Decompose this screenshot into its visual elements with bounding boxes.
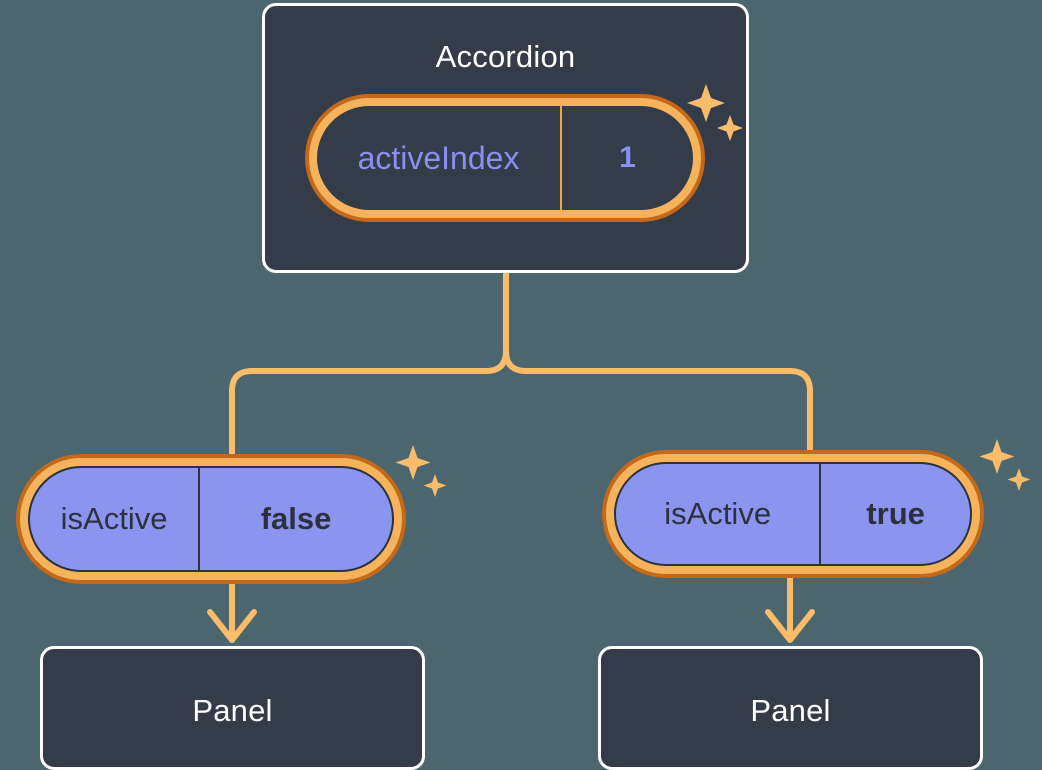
arrow-down-right (765, 578, 815, 643)
component-box-panel-left[interactable]: Panel (40, 646, 425, 770)
connector-path-right (503, 270, 813, 453)
state-pill-active-index[interactable]: activeIndex 1 (305, 94, 705, 222)
pill-body: isActive true (614, 462, 972, 566)
prop-value-label: false (260, 501, 332, 536)
accordion-title: Accordion (435, 39, 576, 74)
prop-value-label: true (866, 496, 925, 531)
pill-body: activeIndex 1 (317, 106, 693, 210)
sparkle-large-icon (395, 445, 431, 480)
panel-title-left: Panel (192, 693, 273, 728)
sparkles-icon (395, 445, 447, 497)
sparkle-small-icon (423, 474, 447, 497)
state-key-label: activeIndex (317, 106, 562, 210)
connector-path-left (229, 270, 509, 457)
prop-key-label: isActive (30, 468, 201, 570)
state-pill-is-active-false[interactable]: isActive false (16, 454, 406, 584)
state-value-label: 1 (619, 141, 636, 174)
sparkle-large-icon (979, 439, 1015, 474)
prop-key-label: isActive (616, 464, 822, 564)
panel-title-right: Panel (750, 693, 831, 728)
sparkles-icon (979, 439, 1031, 491)
arrow-down-left (207, 584, 257, 643)
pill-body: isActive false (28, 466, 394, 572)
component-box-panel-right[interactable]: Panel (598, 646, 983, 770)
sparkle-small-icon (1007, 468, 1031, 491)
state-pill-is-active-true[interactable]: isActive true (602, 450, 984, 578)
